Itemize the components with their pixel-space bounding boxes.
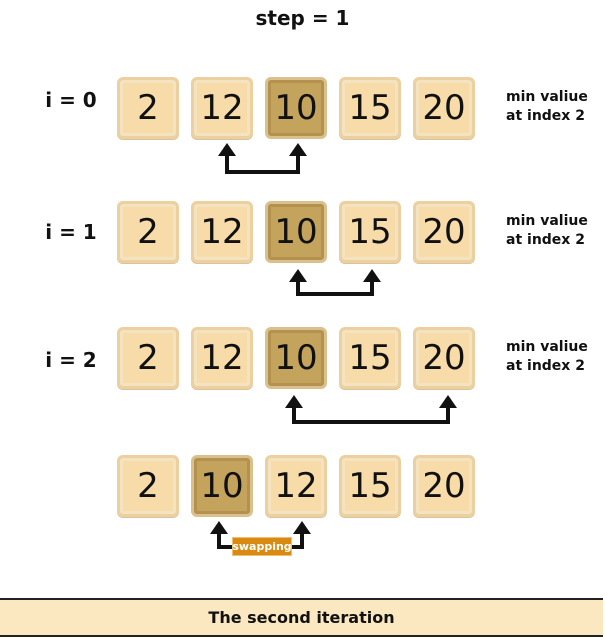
swapping-badge: swapping	[232, 538, 292, 555]
footer-caption: The second iteration	[0, 598, 603, 637]
tile-r0-c4: 20	[413, 77, 475, 139]
row-note-i0: min valiue at index 2	[506, 88, 602, 126]
tile-r1-c3: 15	[339, 201, 401, 263]
note-line1: min valiue	[506, 339, 588, 355]
tile-r0-c0: 2	[117, 77, 179, 139]
arrowhead-up	[210, 521, 228, 534]
compare-arrow-i0	[225, 153, 300, 174]
tile-r2-c4: 20	[413, 327, 475, 389]
tile-r3-c3: 15	[339, 455, 401, 517]
tile-r2-c0: 2	[117, 327, 179, 389]
tile-r3-c0: 2	[117, 455, 179, 517]
tile-r1-c4: 20	[413, 201, 475, 263]
tile-r2-c1: 12	[191, 327, 253, 389]
arrowhead-up	[289, 269, 307, 282]
row-label-i1: i = 1	[45, 220, 97, 244]
tile-r0-c2-min: 10	[265, 77, 327, 139]
tile-r3-c4: 20	[413, 455, 475, 517]
arrowhead-up	[363, 269, 381, 282]
tile-r0-c1: 12	[191, 77, 253, 139]
tile-r2-c2-min: 10	[265, 327, 327, 389]
row-note-i1: min valiue at index 2	[506, 212, 602, 250]
row-label-i0: i = 0	[45, 88, 97, 112]
row-label-i2: i = 2	[45, 348, 97, 372]
tile-r0-c3: 15	[339, 77, 401, 139]
note-line2: at index 2	[506, 108, 585, 124]
arrowhead-up	[289, 143, 307, 156]
note-line2: at index 2	[506, 358, 585, 374]
tile-r1-c0: 2	[117, 201, 179, 263]
compare-arrow-i2	[292, 405, 450, 424]
compare-arrow-i1	[296, 279, 374, 296]
arrowhead-up	[293, 521, 311, 534]
note-line1: min valiue	[506, 213, 588, 229]
arrowhead-up	[285, 395, 303, 408]
tile-r1-c2-min: 10	[265, 201, 327, 263]
diagram-title: step = 1	[255, 6, 350, 30]
note-line2: at index 2	[506, 232, 585, 248]
tile-r1-c1: 12	[191, 201, 253, 263]
arrowhead-up	[218, 143, 236, 156]
tile-r3-c2: 12	[265, 455, 327, 517]
arrowhead-up	[439, 395, 457, 408]
row-note-i2: min valiue at index 2	[506, 338, 602, 376]
tile-r3-c1-swapped: 10	[191, 455, 253, 517]
tile-r2-c3: 15	[339, 327, 401, 389]
note-line1: min valiue	[506, 89, 588, 105]
